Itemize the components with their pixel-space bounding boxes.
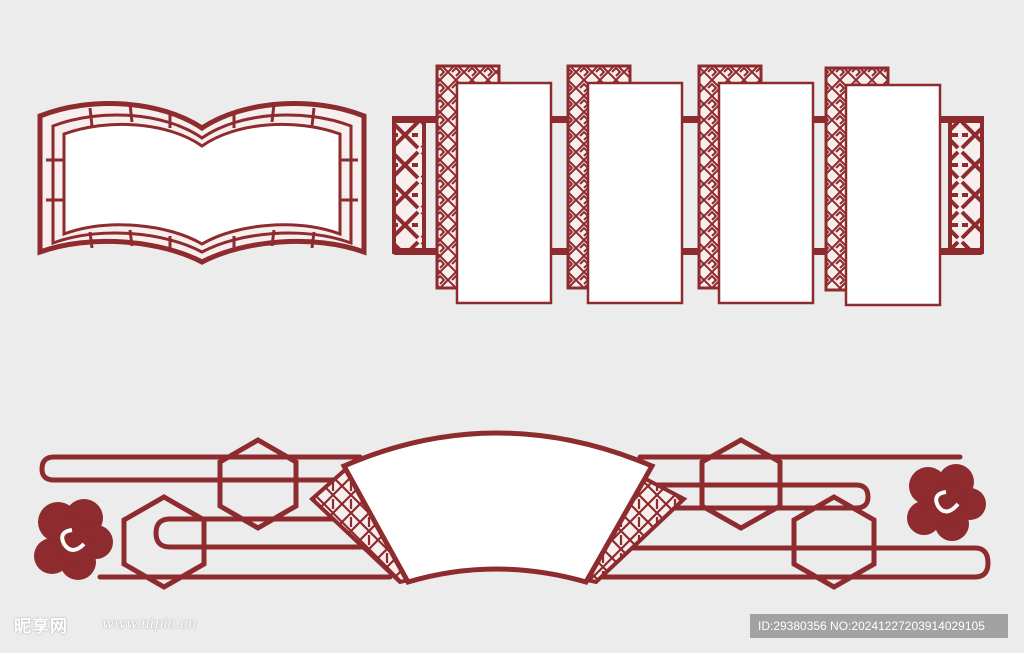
hexagon-icon bbox=[121, 494, 207, 590]
hanging-scroll-frames bbox=[392, 64, 984, 307]
hanging-scroll-frame-icon bbox=[824, 66, 942, 307]
fan-frame-icon bbox=[340, 430, 656, 585]
hexagon-icon bbox=[217, 437, 299, 531]
lattice-end-left bbox=[392, 116, 426, 254]
auspicious-cloud-icon bbox=[907, 464, 986, 541]
hanging-scroll-frame-icon bbox=[697, 64, 815, 305]
top-rail bbox=[394, 116, 982, 123]
image-id-text: ID:29380356 NO:20241227203914029105 bbox=[758, 619, 985, 633]
lattice-end-right bbox=[948, 116, 984, 254]
hexagon-icon bbox=[699, 437, 783, 531]
auspicious-cloud-icon bbox=[34, 499, 113, 580]
image-id-bar: ID:29380356 NO:20241227203914029105 bbox=[750, 614, 1008, 638]
bottom-rail bbox=[394, 248, 982, 255]
open-book-frame-icon bbox=[37, 101, 367, 265]
hexagons bbox=[121, 437, 877, 590]
hanging-scroll-frame-icon bbox=[566, 64, 684, 305]
hexagon-icon bbox=[791, 494, 877, 590]
watermark-url: www.nipic.cn bbox=[102, 616, 197, 632]
fan-banner bbox=[34, 430, 991, 590]
hanging-scroll-frame-icon bbox=[435, 64, 553, 305]
watermark-logo: 昵享网 bbox=[14, 617, 68, 637]
